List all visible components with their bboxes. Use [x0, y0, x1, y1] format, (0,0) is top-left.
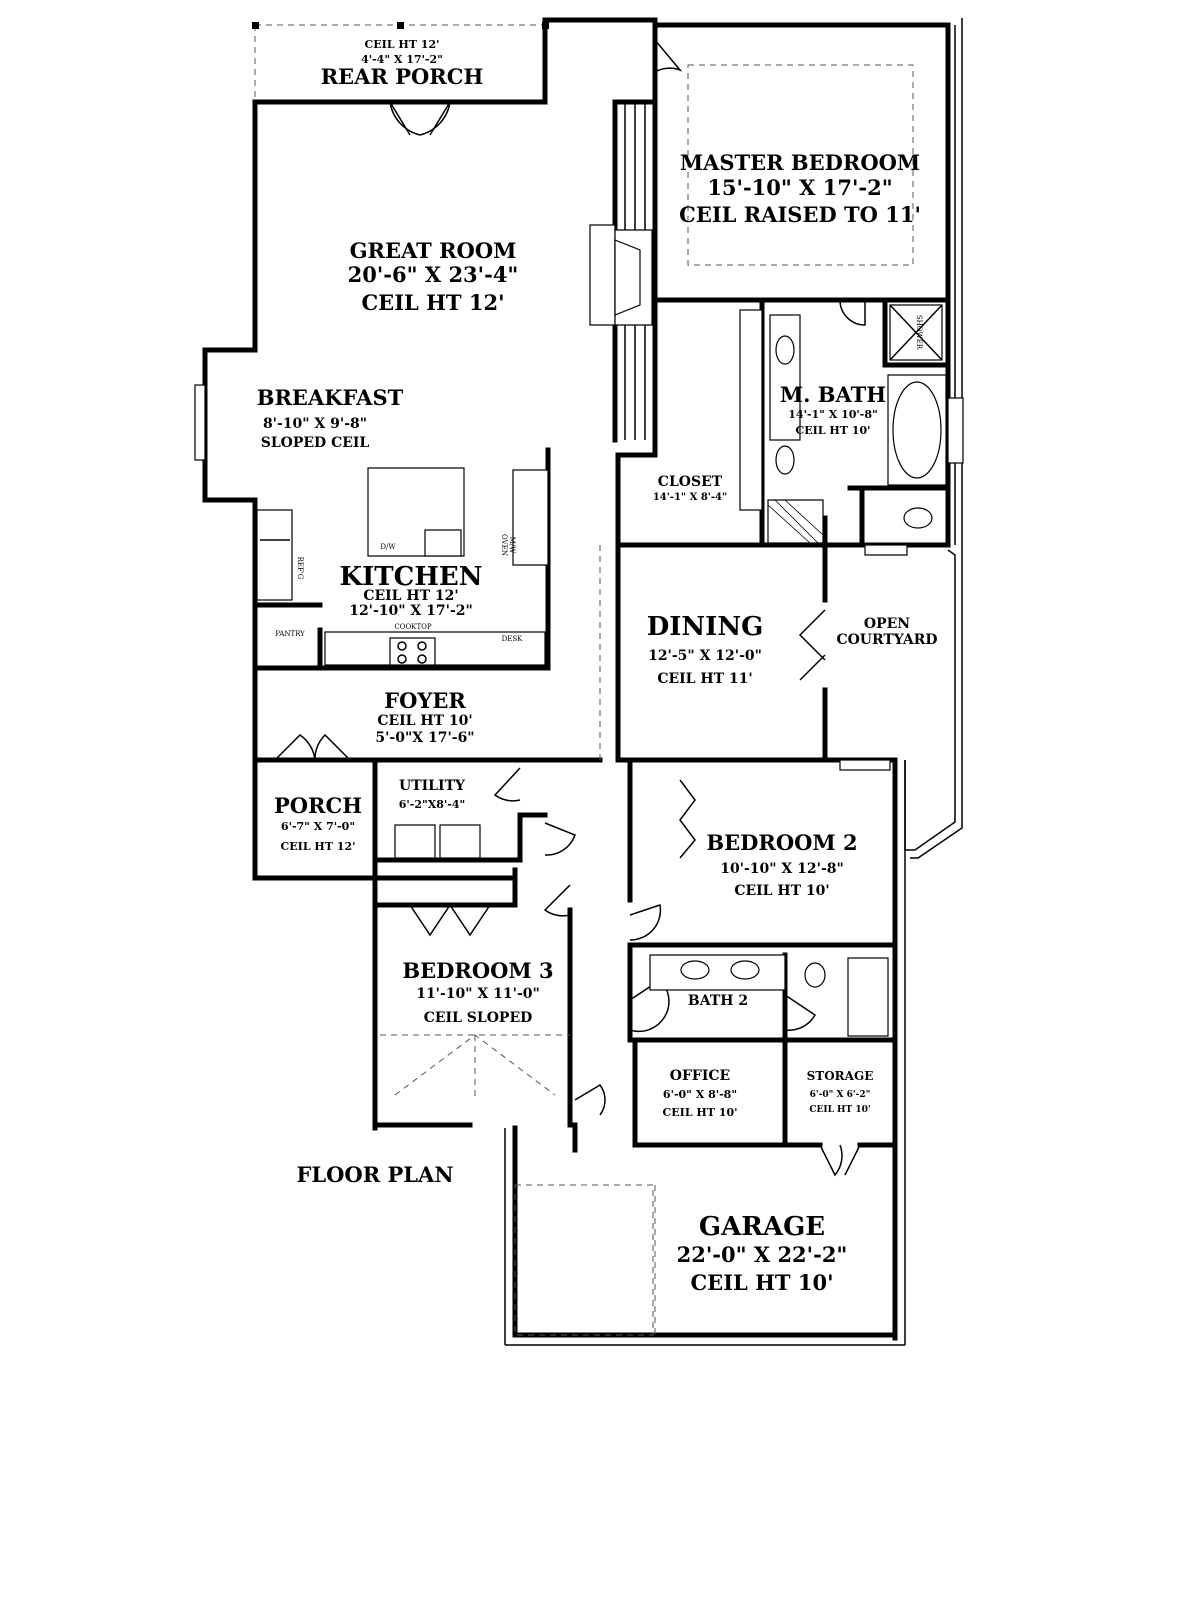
courtyard-line2: COURTYARD [836, 632, 937, 648]
office-ceiling: CEIL HT 10' [663, 1106, 738, 1119]
bedroom3-name: BEDROOM 3 [402, 958, 553, 983]
closet-dims: 14'-1" X 8'-4" [653, 492, 727, 503]
bedroom2-ceiling: CEIL HT 10' [734, 883, 829, 899]
microwave-label: M/W [508, 537, 516, 555]
dining-name: DINING [647, 612, 764, 642]
bath2-name: BATH 2 [688, 993, 748, 1009]
master-bedroom-name: MASTER BEDROOM [680, 150, 920, 175]
bedroom3-ceiling: CEIL SLOPED [424, 1010, 533, 1026]
great-room-ceiling: CEIL HT 12' [361, 290, 504, 315]
desk-label: DESK [502, 635, 524, 643]
porch-dims: 6'-7" X 7'-0" [281, 820, 355, 833]
rear-porch-dims: 4'-4" X 17'-2" [361, 53, 443, 66]
office-name: OFFICE [670, 1068, 730, 1084]
m-bath-dims: 14'-1" X 10'-8" [788, 408, 877, 421]
m-bath-name: M. BATH [780, 382, 886, 407]
cooktop-label: COOKTOP [394, 623, 431, 631]
utility-name: UTILITY [399, 778, 466, 794]
kitchen-dims: 12'-10" X 17'-2" [349, 603, 473, 619]
bedroom2-name: BEDROOM 2 [706, 830, 857, 855]
garage-name: GARAGE [699, 1212, 825, 1242]
office-dims: 6'-0" X 8'-8" [663, 1088, 737, 1101]
great-room-dims: 20'-6" X 23'-4" [348, 262, 519, 287]
utility-dims: 6'-2"X8'-4" [399, 798, 465, 811]
foyer-ceiling: CEIL HT 10' [377, 713, 472, 729]
kitchen-ceiling: CEIL HT 12' [363, 588, 458, 604]
porch-name: PORCH [274, 793, 362, 818]
dashed-outlines [380, 64, 914, 1336]
master-bedroom-ceiling: CEIL RAISED TO 11' [679, 202, 921, 227]
breakfast-ceiling: SLOPED CEIL [261, 435, 370, 451]
dining-ceiling: CEIL HT 11' [657, 671, 752, 687]
doors [274, 39, 866, 1177]
courtyard-line1: OPEN [864, 616, 910, 632]
labels: CEIL HT 12' 4'-4" X 17'-2" REAR PORCH MA… [257, 38, 938, 1295]
fixtures [194, 304, 964, 1037]
great-room-name: GREAT ROOM [350, 238, 517, 263]
breakfast-name: BREAKFAST [257, 385, 404, 410]
storage-dims: 6'-0" X 6'-2" [810, 1090, 871, 1100]
m-bath-ceiling: CEIL HT 10' [796, 424, 871, 437]
foyer-dims: 5'-0"X 17'-6" [375, 730, 474, 746]
refrigerator-label: REF'G [296, 557, 304, 580]
rear-porch-ceiling: CEIL HT 12' [365, 38, 440, 51]
foyer-name: FOYER [384, 688, 466, 713]
storage-name: STORAGE [807, 1069, 874, 1083]
storage-ceiling: CEIL HT 10' [809, 1105, 870, 1115]
garage-dims: 22'-0" X 22'-2" [677, 1242, 848, 1267]
garage-ceiling: CEIL HT 10' [690, 1270, 833, 1295]
plan-title: FLOOR PLAN [296, 1162, 453, 1187]
dishwasher-label: D/W [380, 543, 396, 551]
shower-label: SHOWER [915, 315, 923, 350]
kitchen-name: KITCHEN [340, 562, 483, 592]
bedroom3-dims: 11'-10" X 11'-0" [416, 986, 540, 1002]
master-bedroom-dims: 15'-10" X 17'-2" [707, 175, 892, 200]
oven-label: OVEN [500, 534, 508, 556]
closet-name: CLOSET [658, 474, 723, 490]
pantry-label: PANTRY [275, 630, 305, 638]
rear-porch-name: REAR PORCH [321, 64, 484, 89]
porch-ceiling: CEIL HT 12' [281, 840, 356, 853]
dining-dims: 12'-5" X 12'-0" [648, 648, 762, 664]
breakfast-dims: 8'-10" X 9'-8" [263, 416, 367, 432]
bedroom2-dims: 10'-10" X 12'-8" [720, 861, 844, 877]
